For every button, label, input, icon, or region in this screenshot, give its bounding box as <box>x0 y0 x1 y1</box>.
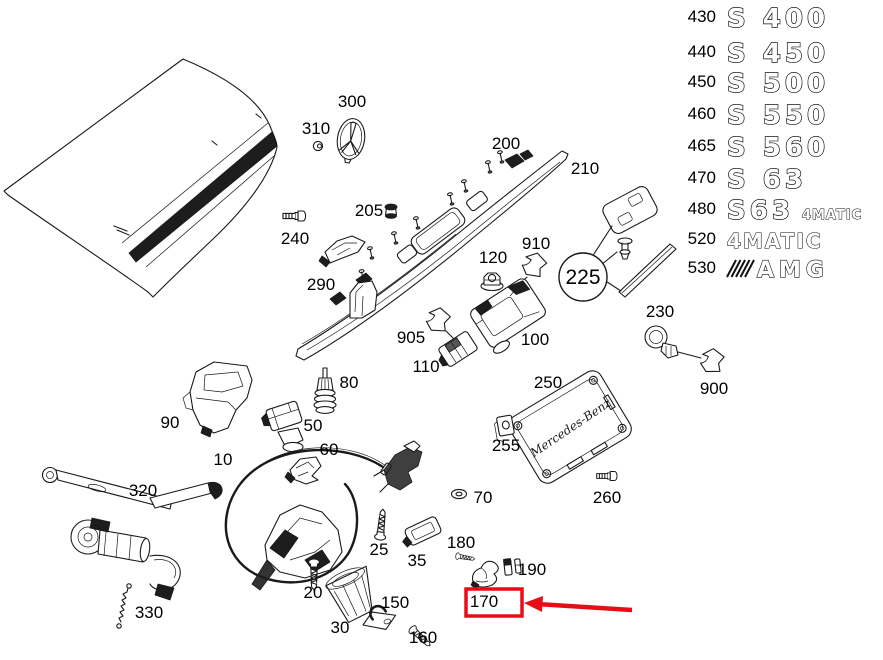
badge-ref-470: 470 <box>688 168 716 187</box>
part-callout-170: 170 <box>470 592 498 611</box>
part-callout-120: 120 <box>479 248 507 267</box>
badge-text-450: S 500 <box>727 69 829 99</box>
badge-text-530: AMG <box>757 258 829 283</box>
spring-330 <box>116 583 132 629</box>
part-callout-900: 900 <box>700 379 728 398</box>
bracket-35 <box>402 516 442 548</box>
badge-ref-465: 465 <box>688 136 716 155</box>
part-callout-210: 210 <box>571 159 599 178</box>
part-callout-60: 60 <box>320 440 339 459</box>
red-highlight-annotation <box>464 587 633 618</box>
highlight-arrowhead-icon <box>524 596 543 612</box>
clip-205 <box>384 203 398 219</box>
plug-80 <box>313 367 337 414</box>
part-callout-180: 180 <box>447 533 475 552</box>
lamp-housing-100 <box>470 278 546 354</box>
callout-balloon-225: 225 <box>558 252 608 302</box>
square-nut-255 <box>494 414 515 442</box>
part-callout-905: 905 <box>397 328 425 347</box>
part-callout-225: 225 <box>565 266 600 289</box>
latch-assembly-lower <box>251 504 343 591</box>
badge-text-480: S63 <box>727 196 794 226</box>
part-callout-260: 260 <box>593 488 621 507</box>
star-emblem <box>336 118 366 164</box>
screw-180 <box>454 552 476 563</box>
part-callout-90: 90 <box>161 413 180 432</box>
part-callout-30: 30 <box>331 618 350 637</box>
part-callout-205: 205 <box>355 201 383 220</box>
badge-text-430: S 400 <box>727 4 829 34</box>
closing-assist-drive-320 <box>41 466 223 601</box>
lock-cover-90 <box>182 361 253 438</box>
part-callout-910: 910 <box>522 234 550 253</box>
part-callout-10: 10 <box>214 450 233 469</box>
part-callout-290: 290 <box>307 275 335 294</box>
clamp-bracket-170 <box>470 560 499 590</box>
patch-910 <box>517 248 551 282</box>
washer-70 <box>450 488 468 500</box>
badge-text-440: S 450 <box>727 39 829 69</box>
highlight-arrow <box>536 601 633 613</box>
part-callout-70: 70 <box>474 488 493 507</box>
part-callout-250: 250 <box>534 373 562 392</box>
part-callout-230: 230 <box>646 302 674 321</box>
badge-ref-460: 460 <box>688 104 716 123</box>
badge-ref-520: 520 <box>688 229 716 248</box>
boot-30 <box>325 565 373 623</box>
part-callout-240: 240 <box>281 229 309 248</box>
part-callout-25: 25 <box>370 540 389 559</box>
part-callout-200: 200 <box>492 134 520 153</box>
badge-ref-440: 440 <box>688 42 716 61</box>
badge-ref-530: 530 <box>688 258 716 277</box>
badge-text-470: S 63 <box>727 165 807 195</box>
part-callout-320: 320 <box>129 481 157 500</box>
part-callout-190: 190 <box>518 560 546 579</box>
badge-ref-450: 450 <box>688 72 716 91</box>
badge-ref-480: 480 <box>688 199 716 218</box>
model-badge-list: 430 S 400 440 S 450 450 S 500 460 S 550 465 S 560… <box>688 3 862 283</box>
trunk-lid <box>3 58 278 298</box>
badge-text-465: S 560 <box>727 133 829 163</box>
amg-slashes-icon <box>726 259 755 278</box>
part-callout-310: 310 <box>302 119 330 138</box>
screw-25 <box>373 508 390 542</box>
badge-ref-430: 430 <box>688 7 716 26</box>
part-callout-330: 330 <box>135 603 163 622</box>
part-callout-150: 150 <box>381 593 409 612</box>
badge-text-460: S 550 <box>727 101 829 131</box>
part-callout-160: 160 <box>409 628 437 647</box>
badge-text-520: 4MATIC <box>727 229 823 253</box>
patch-905 <box>422 304 454 336</box>
bracket-290 <box>349 268 378 319</box>
part-callout-80: 80 <box>340 373 359 392</box>
switch-60 <box>284 456 322 485</box>
part-callout-110: 110 <box>412 357 439 376</box>
lock-cylinder-50 <box>261 400 304 453</box>
latch-upper <box>373 440 423 493</box>
part-callout-20: 20 <box>304 583 323 602</box>
part-callout-100: 100 <box>521 330 549 349</box>
badge-suffix-480: 4MATIC <box>802 208 862 223</box>
part-callout-50: 50 <box>304 416 323 435</box>
license-plate-holder: Mercedes-Benz <box>508 370 632 484</box>
nut-120 <box>480 272 504 292</box>
part-callout-255: 255 <box>492 436 520 455</box>
bracket-clip-a <box>318 235 366 268</box>
callout-balloon-225-parts <box>591 186 677 298</box>
callout-labels: 300 310 200 210 240 205 290 120 910 230 900 905 110 1… <box>129 92 728 647</box>
patch-900 <box>697 345 727 377</box>
balloon-circle <box>558 252 608 302</box>
grommet-310 <box>312 140 324 152</box>
striker-150 <box>362 604 397 630</box>
license-lamp-110 <box>438 331 478 367</box>
plug-230 <box>644 325 702 359</box>
highlight-box-170 <box>464 587 524 618</box>
clips-190 <box>503 558 522 576</box>
part-callout-35: 35 <box>408 551 427 570</box>
bolt-260 <box>596 471 618 481</box>
part-callout-300: 300 <box>338 92 366 111</box>
bolt-240 <box>282 210 307 222</box>
